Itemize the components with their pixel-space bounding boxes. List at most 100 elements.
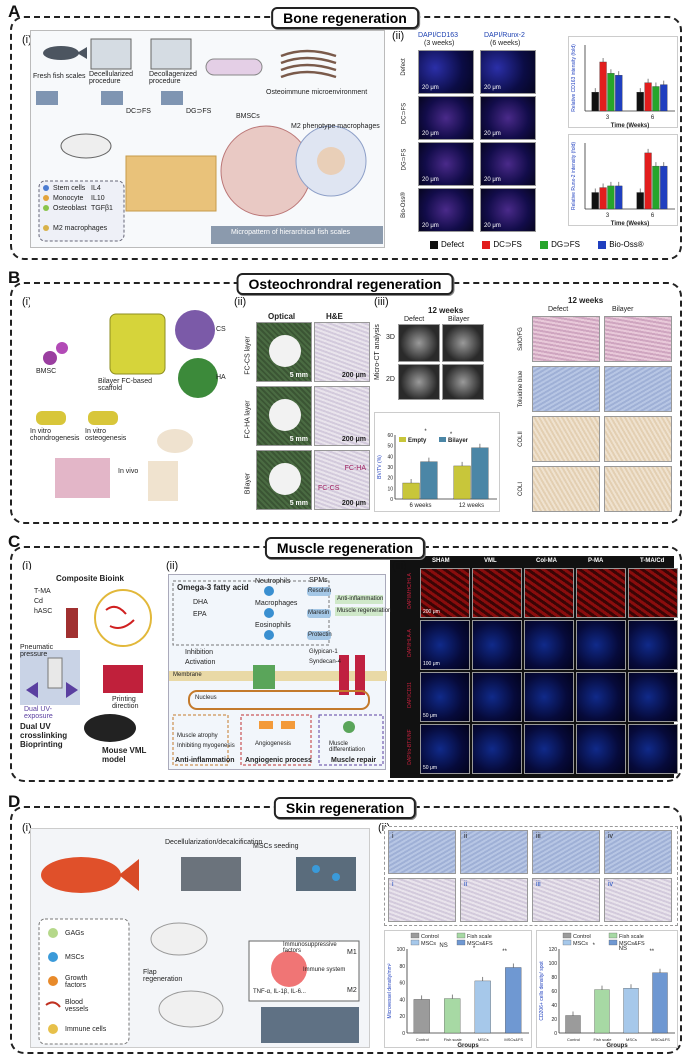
stain-image (532, 366, 600, 412)
stain-image (532, 416, 600, 462)
roman-label: ii (464, 881, 468, 888)
stain-image (532, 316, 600, 362)
ct-weeks-label: 12 weeks (428, 306, 464, 315)
omega-label: Omega-3 fatty acid (177, 583, 249, 592)
bar (644, 152, 652, 210)
muscle-micrograph (576, 724, 626, 774)
col2-label: DAPI/Runx-2 (484, 32, 525, 39)
bar (591, 192, 599, 210)
legend-growth: Growth factors (65, 975, 88, 989)
muscle-micrograph: 50 μm (420, 672, 470, 722)
x-tick-label: Fish scale (444, 1037, 463, 1042)
bar (594, 989, 610, 1034)
scale-5mm: 5 mm (289, 436, 308, 443)
x-tick-label: 3 (606, 115, 610, 121)
legend-text: Control (573, 934, 591, 940)
col1-label: DAPI/CD163 (418, 32, 459, 39)
omega-pathway-drawing (169, 580, 387, 766)
bone-micrograph: 20 μm (418, 50, 474, 94)
stain-image (604, 466, 672, 512)
x-tick-label: Control (416, 1037, 429, 1042)
bone-row-label: DC⊃FS (401, 102, 408, 125)
legend-text: MSCs&FS (467, 941, 493, 947)
cd-label: Cd (34, 598, 43, 605)
y-tick-label: 120 (549, 947, 558, 953)
panel-b-sub-i: (i) (22, 296, 32, 308)
optical-image: 5 mm (256, 450, 312, 510)
legend-swatch (562, 939, 572, 946)
stain-image (532, 466, 600, 512)
x-tick-label: MSCs (478, 1037, 489, 1042)
y-tick-label: 60 (399, 981, 405, 987)
skin-schematic: Decellularization/decalcification MSCs s… (30, 828, 370, 1048)
legend-text: Bilayer (448, 438, 469, 444)
y-tick-label: 50 (387, 444, 393, 450)
scale-label: 20 μm (484, 131, 501, 137)
ha-label: HA (216, 374, 226, 381)
bar (636, 192, 644, 210)
legend-il4: IL4 (91, 185, 101, 192)
skin-schematic-drawing (38, 857, 360, 1045)
panel-a-letter: A (8, 2, 21, 21)
bar (660, 84, 668, 112)
ct-defect-3d (398, 324, 440, 362)
bar (623, 988, 639, 1034)
bioink-title: Composite Bioink (56, 574, 125, 583)
legend-text: Control (421, 934, 439, 940)
inhibition-label: Inhibition (185, 649, 214, 656)
optical-image: 5 mm (256, 322, 312, 382)
bone-row-label: Bio-Oss® (401, 192, 407, 218)
x-tick-label: 6 (651, 213, 655, 219)
panel-c-title: Muscle regeneration (264, 537, 426, 559)
bar (652, 165, 660, 210)
bar (615, 75, 623, 112)
muscle-row-label: DAPI/α-BTX/NF (407, 729, 413, 765)
legend-swatch (399, 437, 406, 442)
stain-weeks-label: 12 weeks (568, 296, 604, 305)
x-tick-label: Control (567, 1037, 580, 1042)
immune-sys-label: Immune system (303, 967, 346, 973)
eosinophils-label: Eosinophils (255, 622, 291, 629)
scaffold-disc (269, 399, 301, 431)
stain-image (604, 316, 672, 362)
muscle-micrograph (524, 724, 574, 774)
panel-b-sub-ii: (ii) (234, 296, 247, 308)
micropattern-label: Micropattern of hierarchical fish scales (231, 229, 351, 236)
y-tick-label: 40 (551, 1003, 557, 1009)
bar (420, 461, 438, 500)
legend-text: Empty (408, 438, 427, 444)
bone-schematic-drawing (36, 38, 383, 244)
bar (599, 61, 607, 112)
stain-label: COLI (518, 482, 524, 497)
bar (402, 482, 420, 500)
scale-label: 20 μm (484, 223, 501, 229)
legend-swatch (410, 932, 420, 939)
osteo-env-label: Osteoimmune microenvironment (266, 89, 368, 96)
y-tick-label: 80 (551, 975, 557, 981)
muscle-micrograph (472, 568, 522, 618)
panel-a-sub-ii: (ii) (392, 30, 405, 42)
legend-m2: M2 macrophages (53, 225, 108, 232)
muscle-micrograph (628, 672, 678, 722)
muscle-scale: 50 μm (423, 765, 437, 771)
legend-text: MSCs (573, 941, 588, 947)
nucleus-label: Nucleus (195, 695, 217, 701)
decell-label: Decellularized procedure (89, 71, 133, 85)
skin-histology-image: iv (604, 878, 672, 922)
dcfs-label: DC⊃FS (126, 108, 151, 115)
bone-micrograph: 20 μm (480, 142, 536, 186)
panel-d-title: Skin regeneration (273, 797, 417, 819)
panel-a-sub-i: (i) (22, 34, 32, 46)
bar (644, 82, 652, 112)
y-tick-label: 80 (399, 964, 405, 970)
omega-pathway: Omega-3 fatty acid SPMs DHA EPA Neutroph… (168, 574, 391, 770)
bar (607, 73, 615, 112)
ct-2d-label: 2D (386, 376, 395, 383)
bioprint-drawing (20, 589, 152, 742)
hasc-label: hASC (34, 608, 53, 615)
bone-legend-dgfs: DG⊃FS (551, 240, 581, 249)
